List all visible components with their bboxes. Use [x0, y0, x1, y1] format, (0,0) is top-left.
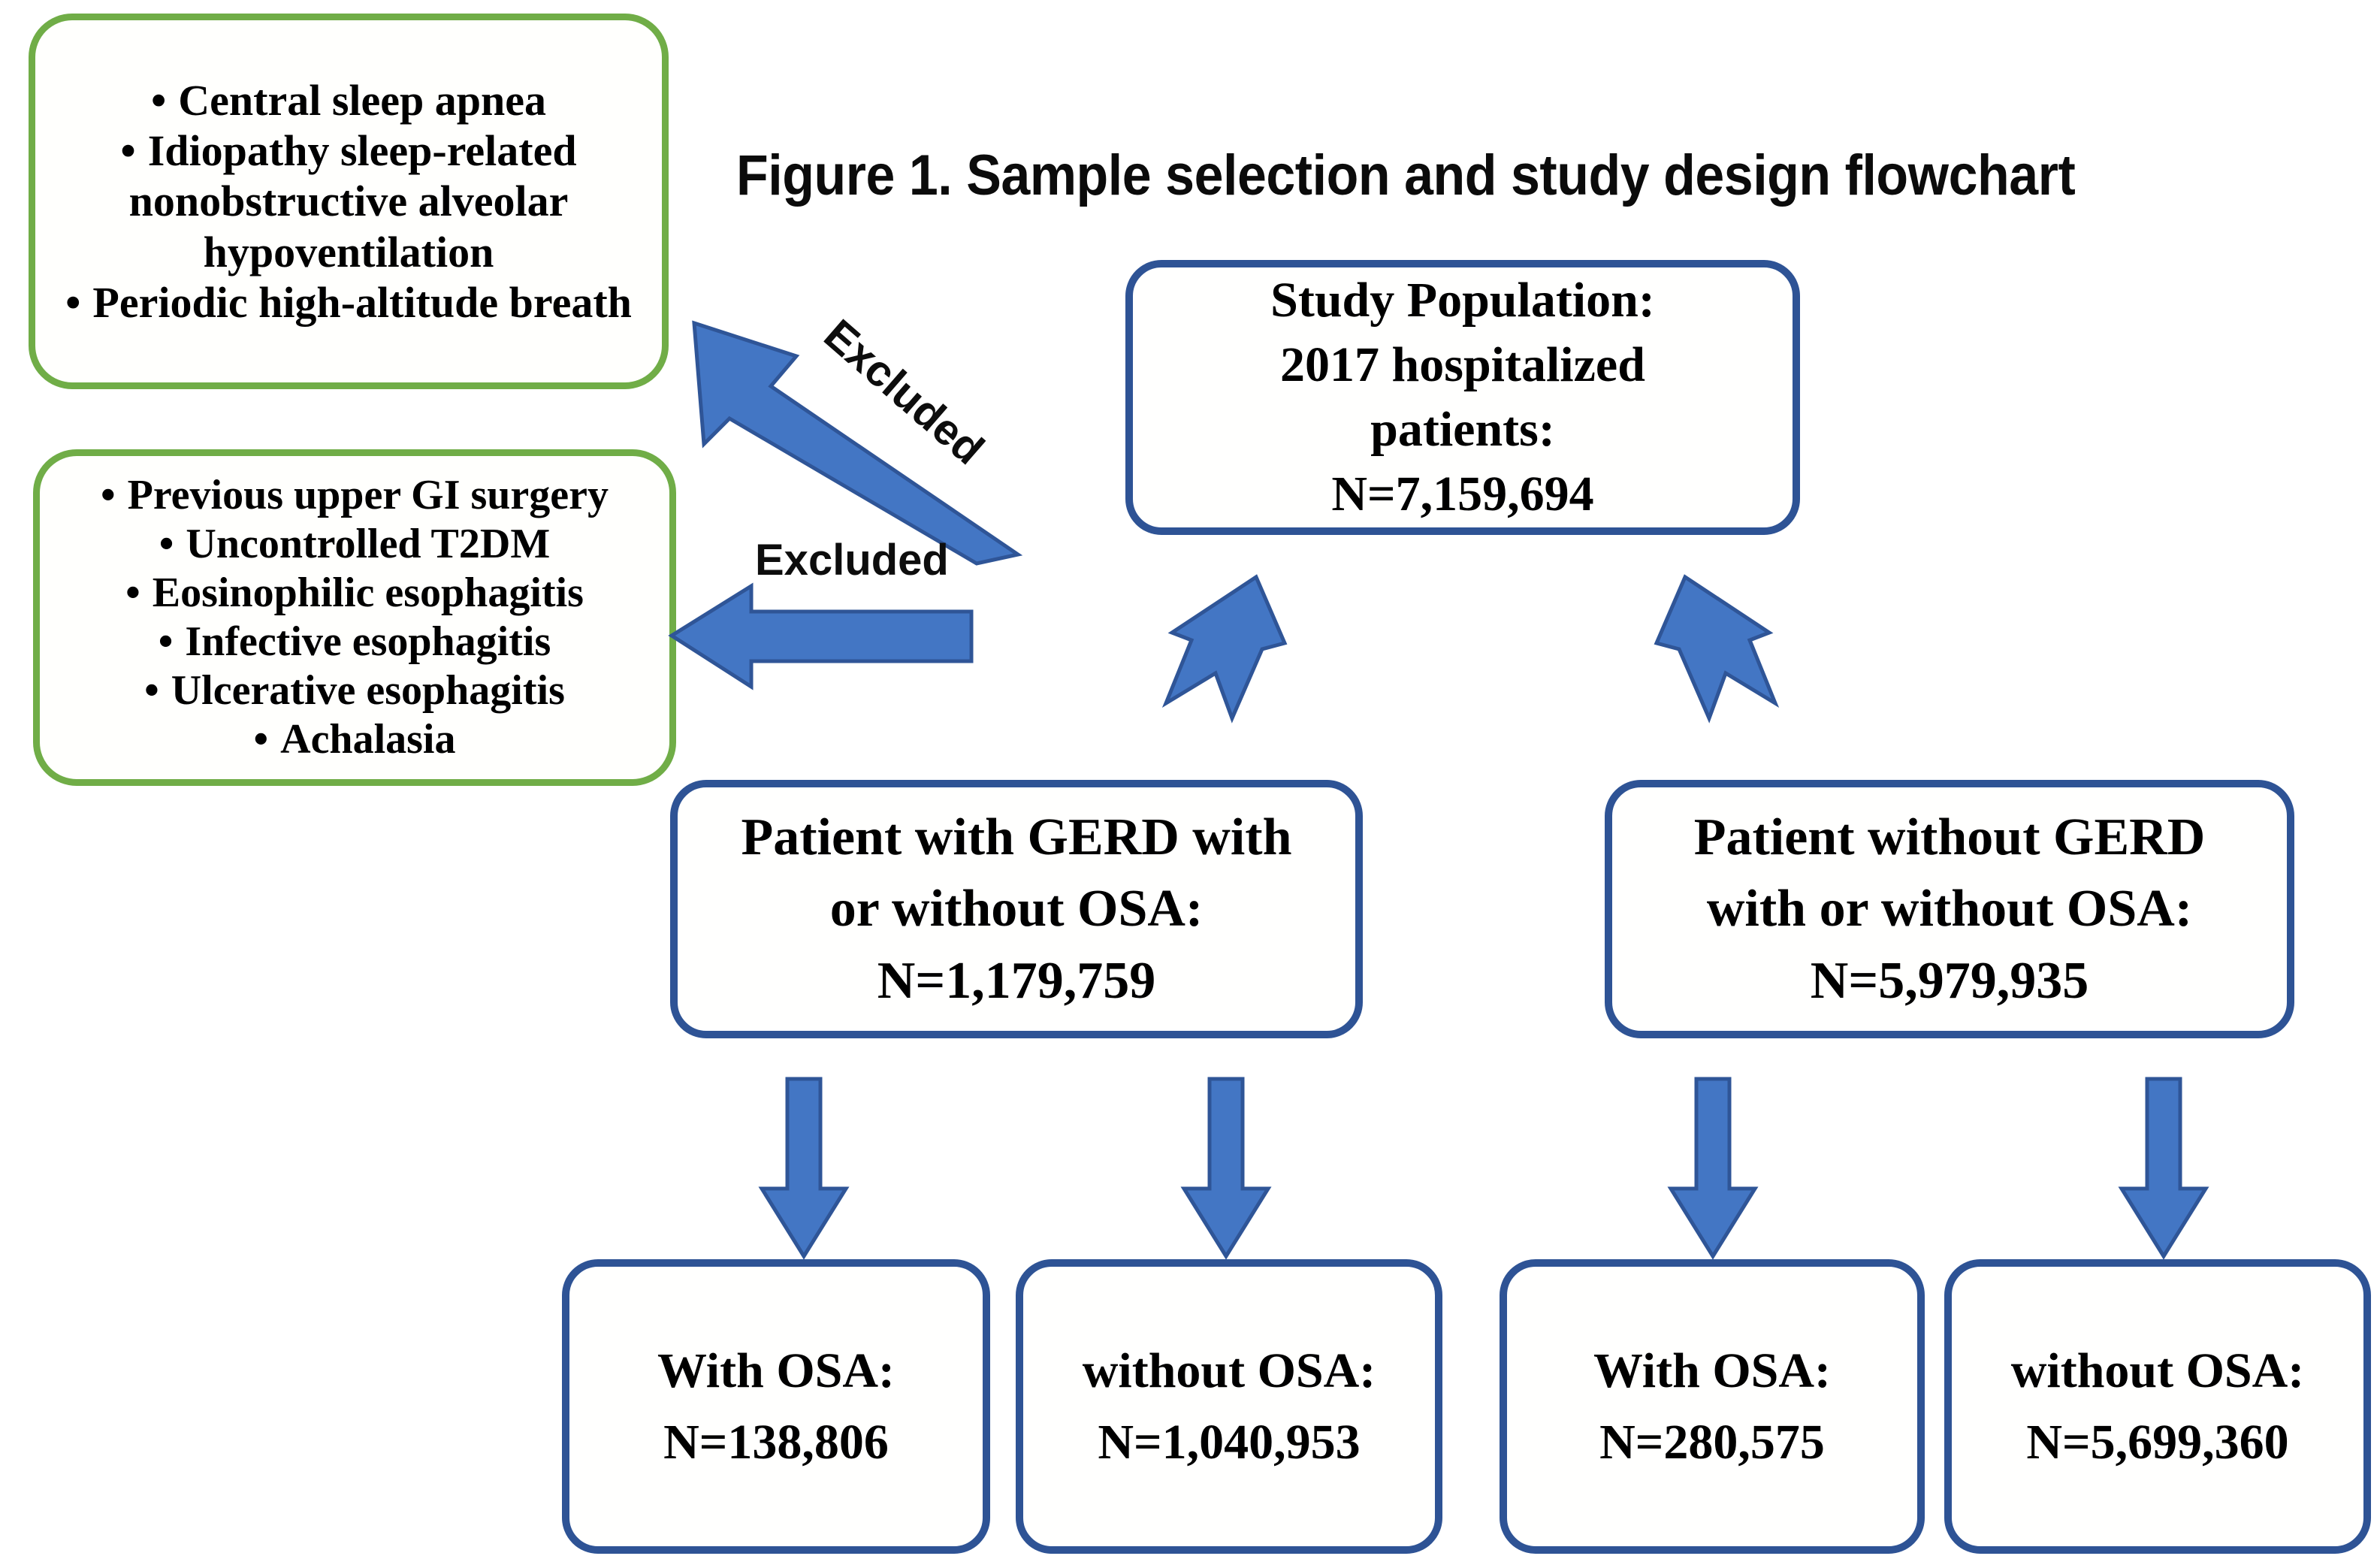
bullet-icon: •	[120, 126, 136, 176]
node-nogerd-with-osa: With OSA: N=280,575	[1500, 1259, 1925, 1554]
bullet-icon: •	[158, 618, 174, 665]
list-item: •Periodic high-altitude breath	[35, 277, 662, 328]
bullet-icon: •	[65, 277, 81, 327]
list-item-label: Central sleep apnea	[178, 75, 547, 125]
node-value: N=280,575	[1599, 1415, 1825, 1470]
arrow-label-excluded-horizontal: Excluded	[755, 536, 949, 585]
list-item-label: Idiopathy sleep-related nonobstructive a…	[128, 126, 577, 276]
list-item: •Previous upper GI surgery	[40, 471, 669, 520]
arrow-down-gerd-with-osa	[758, 1077, 850, 1260]
bullet-icon: •	[125, 570, 140, 617]
arrow-excluded-horizontal	[668, 582, 974, 690]
list-item: •Ulcerative esophagitis	[40, 666, 669, 715]
bullet-icon: •	[159, 521, 174, 568]
node-study-population: Study Population: 2017 hospitalized pati…	[1125, 260, 1800, 535]
exclusion-box-sleep-disorders: •Central sleep apnea •Idiopathy sleep-re…	[29, 14, 669, 389]
node-value: N=5,979,935	[1810, 951, 2089, 1010]
node-line: with or without OSA:	[1706, 880, 2193, 938]
arrow-excluded-diagonal	[692, 320, 1023, 566]
node-line: With OSA:	[1593, 1343, 1831, 1398]
list-item: •Infective esophagitis	[40, 618, 669, 666]
node-gerd-with-osa: With OSA: N=138,806	[562, 1259, 990, 1554]
list-item-label: Infective esophagitis	[185, 618, 551, 665]
list-item: •Achalasia	[40, 715, 669, 764]
list-item-label: Ulcerative esophagitis	[171, 666, 565, 714]
arrow-down-nogerd-without-osa	[2118, 1077, 2209, 1260]
list-item-label: Uncontrolled T2DM	[186, 521, 551, 568]
node-value: N=138,806	[663, 1415, 889, 1470]
bullet-icon: •	[253, 715, 269, 763]
arrow-split-right	[1654, 574, 1780, 724]
arrow-down-nogerd-with-osa	[1667, 1077, 1759, 1260]
node-line: or without OSA:	[829, 880, 1204, 938]
node-line: Study Population:	[1270, 273, 1655, 328]
node-gerd-without-osa: without OSA: N=1,040,953	[1016, 1259, 1442, 1554]
node-line: With OSA:	[657, 1343, 895, 1398]
arrow-down-gerd-without-osa	[1180, 1077, 1272, 1260]
node-value: N=7,159,694	[1331, 466, 1594, 521]
node-line: patients:	[1370, 402, 1555, 457]
node-line: 2017 hospitalized	[1280, 337, 1645, 393]
node-line: without OSA:	[2010, 1343, 2305, 1398]
page-title: Figure 1. Sample selection and study des…	[736, 144, 2076, 207]
node-line: Patient with GERD with	[741, 808, 1292, 867]
list-item: • Eosinophilic esophagitis	[40, 569, 669, 618]
node-line: Patient without GERD	[1693, 808, 2206, 867]
list-item-label: Eosinophilic esophagitis	[152, 570, 584, 617]
list-item-label: Achalasia	[280, 715, 456, 763]
list-item-label: Previous upper GI surgery	[127, 472, 609, 519]
bullet-icon: •	[101, 472, 116, 519]
node-value: N=1,179,759	[877, 951, 1156, 1010]
list-item: • Uncontrolled T2DM	[40, 520, 669, 569]
list-item: •Central sleep apnea	[35, 75, 662, 125]
node-nogerd-without-osa: without OSA: N=5,699,360	[1944, 1259, 2371, 1554]
list-item: •Idiopathy sleep-related nonobstructive …	[35, 125, 662, 277]
exclusion-box-gi-conditions: •Previous upper GI surgery •Uncontrolled…	[33, 449, 676, 786]
node-gerd-with-or-without-osa: Patient with GERD with or without OSA: N…	[670, 780, 1363, 1038]
exclusion-list-sleep-disorders: •Central sleep apnea •Idiopathy sleep-re…	[35, 75, 662, 328]
arrow-split-left	[1161, 574, 1288, 724]
node-no-gerd-with-or-without-osa: Patient without GERD with or without OSA…	[1605, 780, 2294, 1038]
bullet-icon: •	[150, 75, 167, 125]
list-item-label: Periodic high-altitude breath	[92, 277, 632, 327]
bullet-icon: •	[144, 666, 159, 714]
node-value: N=1,040,953	[1098, 1415, 1361, 1470]
node-line: without OSA:	[1082, 1343, 1376, 1398]
exclusion-list-gi-conditions: •Previous upper GI surgery •Uncontrolled…	[40, 471, 669, 764]
node-value: N=5,699,360	[2026, 1415, 2289, 1470]
